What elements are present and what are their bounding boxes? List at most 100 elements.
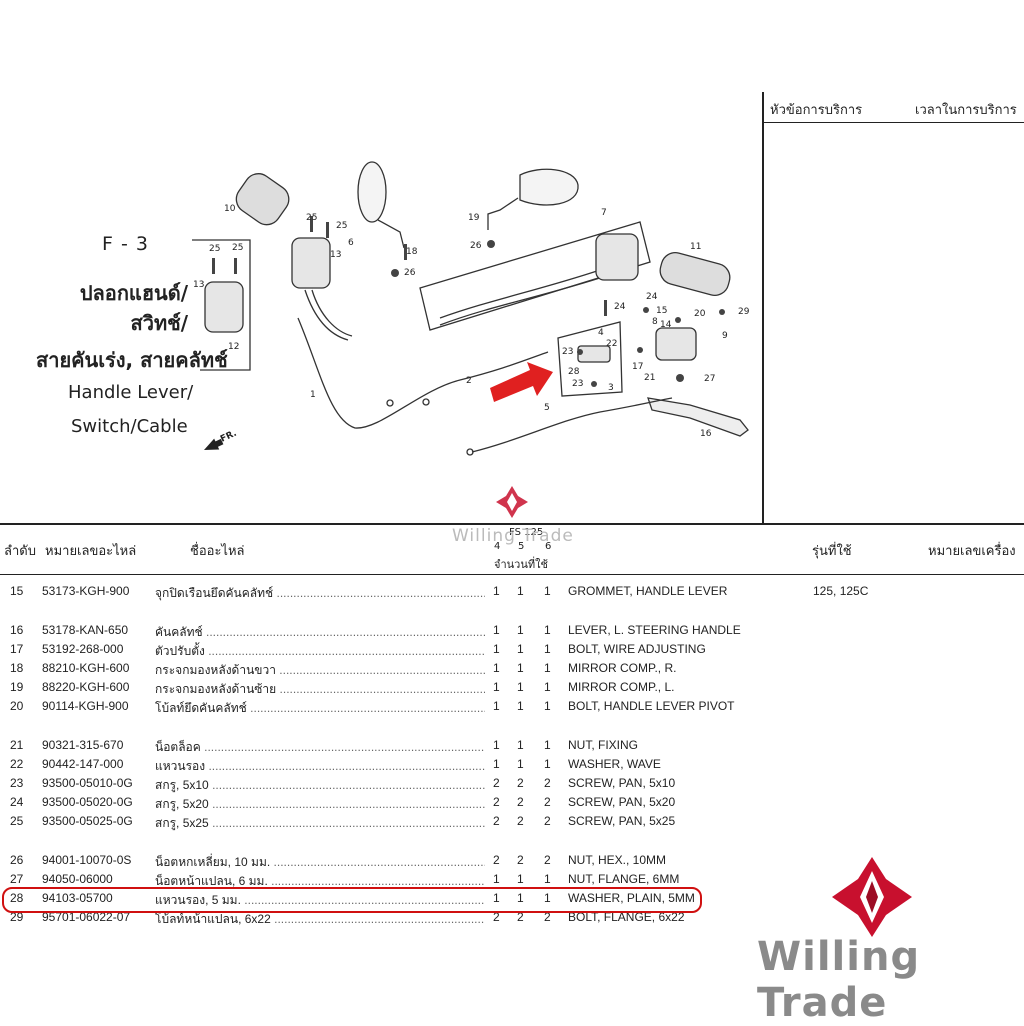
part-number: 53173-KGH-900 — [42, 584, 130, 598]
svg-text:3: 3 — [608, 383, 614, 393]
part-name-th-text: น็อตหกเหลี่ยม, 10 มม. — [155, 855, 271, 869]
svg-text:7: 7 — [601, 208, 607, 218]
part-name-th: จุกปิดเรือนยึดคันคลัทช์ ................… — [155, 584, 485, 603]
col-header-model-label: FS 125 — [509, 527, 544, 538]
part-name-th-text: สกรู, 5x25 — [155, 816, 209, 830]
svg-text:24: 24 — [614, 302, 626, 312]
part-name-th-text: กระจกมองหลังด้านขวา — [155, 663, 276, 677]
qty-model-4: 1 — [493, 584, 500, 598]
svg-text:6: 6 — [348, 238, 354, 248]
service-topic-header: หัวข้อการบริการ — [770, 103, 863, 118]
leader-dots: ........................................… — [208, 644, 485, 658]
row-index: 20 — [10, 699, 24, 713]
part-number: 88220-KGH-600 — [42, 680, 130, 694]
qty-model-4: 1 — [493, 738, 500, 752]
col-header-engine: หมายเลขเครื่อง — [928, 544, 1016, 559]
part-name-th: แหวนรอง ................................… — [155, 757, 485, 776]
part-number: 53192-268-000 — [42, 642, 124, 656]
part-number: 90321-315-670 — [42, 738, 124, 752]
part-number: 94050-06000 — [42, 872, 113, 886]
part-number: 90442-147-000 — [42, 757, 124, 771]
part-name-en: BOLT, FLANGE, 6x22 — [568, 910, 685, 924]
row-index: 16 — [10, 623, 24, 637]
applicable-models: 125, 125C — [813, 584, 869, 598]
qty-model-6: 1 — [544, 642, 551, 656]
part-number: 94103-05700 — [42, 891, 113, 905]
part-name-th-text: แหวนรอง, 5 มม. — [155, 893, 241, 907]
svg-text:18: 18 — [406, 247, 418, 257]
service-time-header: เวลาในการบริการ — [915, 103, 1017, 118]
lever-bracket — [655, 327, 697, 361]
harness-frame — [419, 221, 651, 331]
part-name-en: LEVER, L. STEERING HANDLE — [568, 623, 741, 637]
part-name-th-text: ตัวปรับตั้ง — [155, 644, 205, 658]
qty-model-6: 1 — [544, 699, 551, 713]
figure-title-th-2: สวิทช์/ — [130, 311, 189, 335]
qty-model-4: 2 — [493, 853, 500, 867]
svg-text:9: 9 — [722, 331, 728, 341]
svg-text:25: 25 — [336, 221, 347, 231]
qty-model-6: 2 — [544, 814, 551, 828]
part-name-en: WASHER, WAVE — [568, 757, 661, 771]
watermark-logo-large — [832, 857, 912, 937]
row-index: 23 — [10, 776, 24, 790]
svg-text:16: 16 — [700, 429, 712, 439]
qty-model-5: 2 — [517, 910, 524, 924]
clutch-lever — [647, 397, 749, 437]
part-name-th-text: น็อตหน้าแปลน, 6 มม. — [155, 874, 268, 888]
qty-model-6: 2 — [544, 910, 551, 924]
svg-text:1: 1 — [310, 390, 316, 400]
part-name-th: สกรู, 5x20 .............................… — [155, 795, 485, 814]
clutch-cable — [471, 397, 673, 453]
qty-model-5: 1 — [517, 584, 524, 598]
svg-text:2: 2 — [466, 376, 472, 386]
qty-model-6: 1 — [544, 584, 551, 598]
leader-dots: ........................................… — [212, 816, 485, 830]
leader-dots: ........................................… — [206, 625, 485, 639]
col-header-part-no: หมายเลขอะไหล่ — [45, 544, 137, 559]
svg-text:13: 13 — [193, 280, 204, 290]
qty-model-4: 2 — [493, 910, 500, 924]
qty-model-5: 1 — [517, 757, 524, 771]
part-name-th-text: สกรู, 5x20 — [155, 797, 209, 811]
part-name-en: WASHER, PLAIN, 5MM — [568, 891, 695, 905]
qty-model-5: 2 — [517, 814, 524, 828]
col-header-q2: 5 — [518, 541, 525, 552]
qty-model-5: 2 — [517, 795, 524, 809]
throttle-cable — [297, 317, 549, 429]
svg-text:26: 26 — [470, 241, 482, 251]
part-name-th: น็อตหกเหลี่ยม, 10 มม. ..................… — [155, 853, 485, 872]
part-number: 94001-10070-0S — [42, 853, 132, 867]
left-grip — [235, 173, 290, 226]
row-index: 27 — [10, 872, 24, 886]
col-header-q3: 6 — [545, 541, 552, 552]
svg-text:25: 25 — [209, 244, 220, 254]
leader-dots: ........................................… — [276, 586, 485, 600]
col-header-no: ลำดับ — [4, 544, 36, 559]
qty-model-5: 1 — [517, 891, 524, 905]
svg-text:14: 14 — [660, 320, 672, 330]
qty-model-5: 2 — [517, 776, 524, 790]
row-index: 21 — [10, 738, 24, 752]
svg-text:27: 27 — [704, 374, 715, 384]
part-name-th: แหวนรอง, 5 มม. .........................… — [155, 891, 485, 910]
row-index: 15 — [10, 584, 24, 598]
mirror-left — [357, 161, 387, 223]
qty-model-4: 1 — [493, 623, 500, 637]
row-index: 18 — [10, 661, 24, 675]
leader-dots: ........................................… — [212, 778, 485, 792]
leader-dots: ........................................… — [204, 740, 485, 754]
svg-text:25: 25 — [232, 243, 243, 253]
svg-text:29: 29 — [738, 307, 750, 317]
highlight-arrow — [490, 362, 553, 402]
svg-text:21: 21 — [644, 373, 655, 383]
col-header-qty: จำนวนที่ใช้ — [494, 558, 548, 571]
qty-model-6: 1 — [544, 872, 551, 886]
qty-model-6: 1 — [544, 891, 551, 905]
